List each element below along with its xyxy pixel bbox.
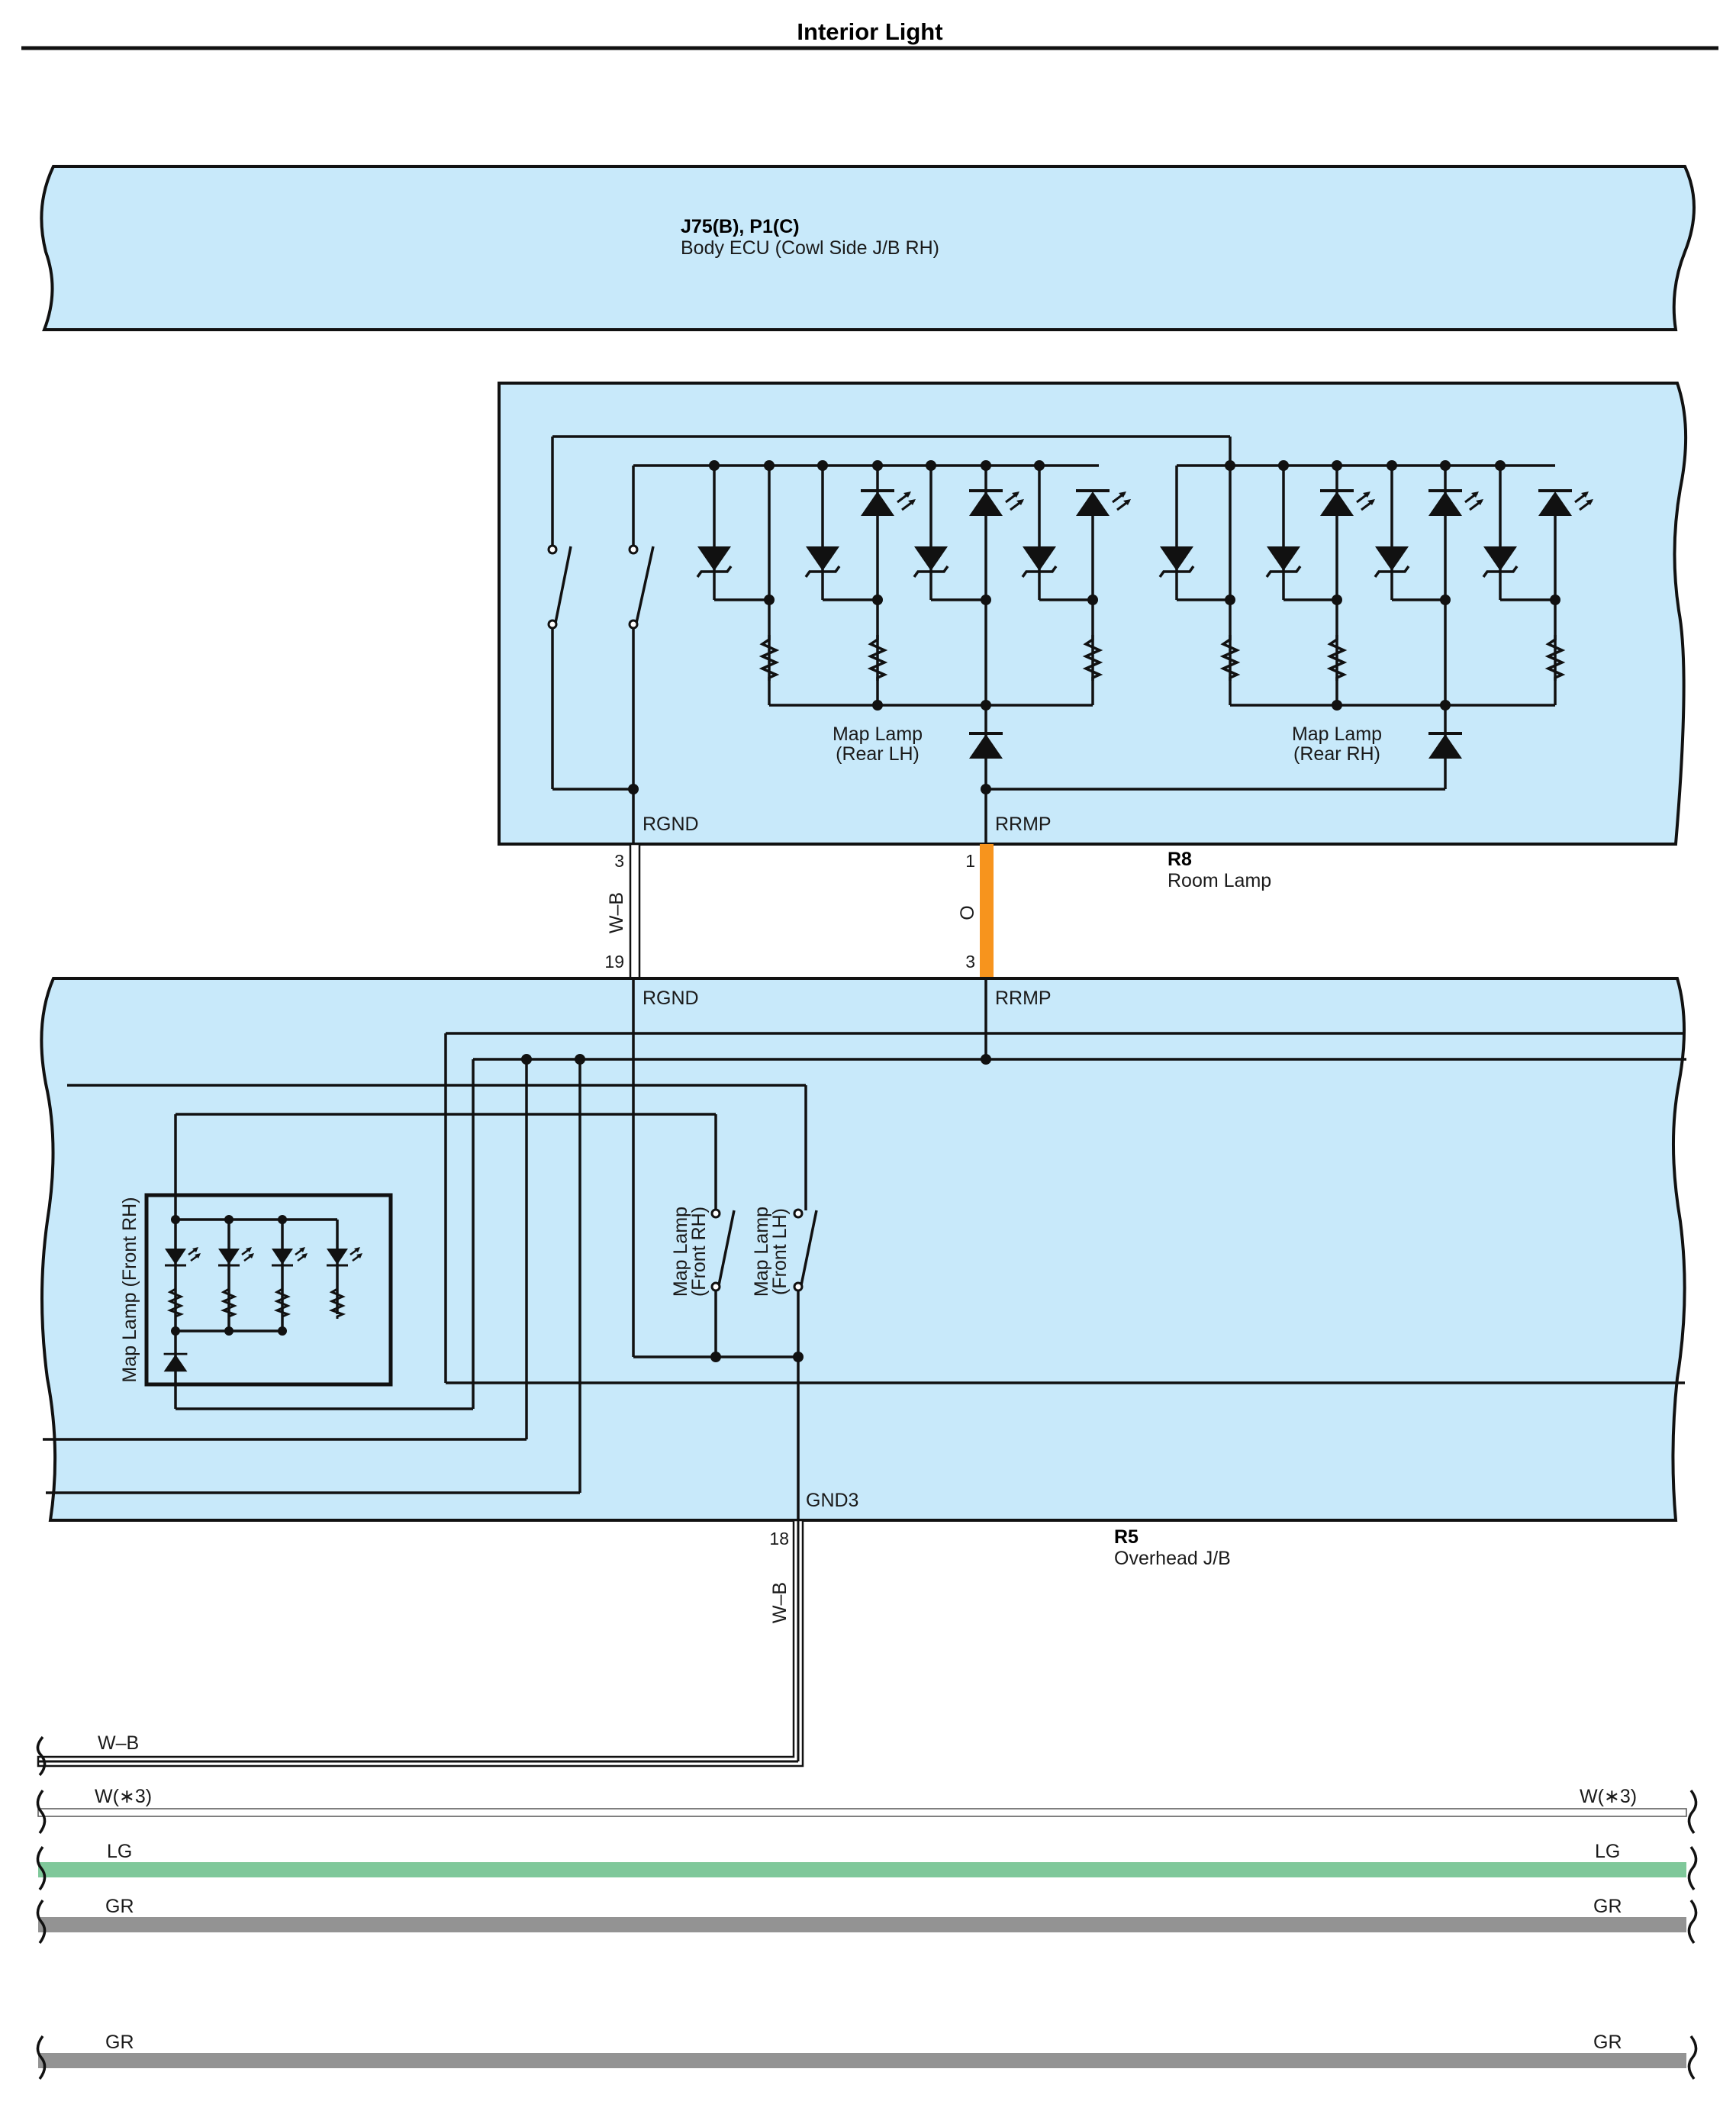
- overhead-jb-name: Overhead J/B: [1114, 1548, 1231, 1569]
- map-lamp-front-lh-switch: [793, 1208, 818, 1520]
- bus-lines: W–B W(∗3) W(∗3) LG LG GR GR GR GR: [36, 1732, 1698, 2080]
- wire-gnd3-pin-top: 18: [769, 1529, 789, 1548]
- room-lamp-switch-2: [628, 466, 655, 789]
- room-lamp-code: R8: [1168, 849, 1192, 870]
- map-lamp-rear-lh-circuit: [696, 460, 1132, 794]
- map-lamp-front-rh-lamp: Map Lamp (Front RH): [119, 1114, 393, 1409]
- bus-gr-2-right-label: GR: [1593, 2032, 1622, 2053]
- wire-rgnd-pin-bottom: 19: [604, 952, 624, 972]
- bus-gr-1: GR GR: [36, 1896, 1698, 1945]
- bus-w-b-left-label: W–B: [98, 1732, 139, 1754]
- map-lamp-front-lh-switch-label-1: Map Lamp: [751, 1207, 772, 1297]
- bus-gr-1-left-label: GR: [105, 1896, 134, 1917]
- bus-gr-2: GR GR: [36, 2032, 1698, 2080]
- bus-w3: W(∗3) W(∗3): [36, 1786, 1698, 1835]
- map-lamp-front-lh-switch-label-2: (Front LH): [769, 1208, 791, 1295]
- room-lamp-name: Room Lamp: [1168, 870, 1271, 891]
- wire-rgnd-pin-top: 3: [614, 851, 624, 871]
- map-lamp-rear-lh-label-2: (Rear LH): [836, 743, 920, 765]
- wire-rgnd-w-b: 3 19 W–B: [604, 843, 641, 980]
- overhead-jb-box: RGND RRMP GND3: [40, 977, 1686, 1522]
- bus-w3-right-label: W(∗3): [1580, 1786, 1637, 1807]
- overhead-jb-terminal-gnd3: GND3: [806, 1490, 858, 1511]
- body-ecu-connector: J75(B), P1(C): [681, 216, 800, 237]
- wire-rrmp-color-code: O: [957, 905, 978, 920]
- bus-lg-left-label: LG: [107, 1841, 132, 1862]
- room-lamp-terminal-rrmp: RRMP: [995, 814, 1052, 835]
- bus-gr-2-left-label: GR: [105, 2032, 134, 2053]
- bus-lg-right-label: LG: [1595, 1841, 1620, 1862]
- wire-rrmp-o: 1 3 O: [957, 844, 994, 978]
- map-lamp-rear-rh-label-1: Map Lamp: [1292, 723, 1382, 745]
- wire-rrmp-pin-top: 1: [965, 851, 975, 871]
- bus-gr-1-right-label: GR: [1593, 1896, 1622, 1917]
- map-lamp-front-rh-lamp-label: Map Lamp (Front RH): [119, 1197, 140, 1382]
- room-lamp-box: Map Lamp (Rear LH) Map Lamp (Rear RH) RG…: [498, 382, 1688, 846]
- bus-w3-left-label: W(∗3): [95, 1786, 152, 1807]
- body-ecu-box: J75(B), P1(C) Body ECU (Cowl Side J/B RH…: [40, 165, 1696, 331]
- map-lamp-front-rh-switch-label-2: (Front RH): [688, 1207, 710, 1297]
- map-lamp-rear-lh-label-1: Map Lamp: [833, 723, 923, 745]
- bus-lg: LG LG: [36, 1841, 1698, 1891]
- wire-gnd3-color-code: W–B: [769, 1582, 791, 1623]
- map-lamp-front-rh-switch: [710, 1208, 736, 1357]
- overhead-jb-terminal-rrmp: RRMP: [995, 988, 1052, 1009]
- overhead-jb-code: R5: [1114, 1526, 1139, 1548]
- map-lamp-front-rh-switch-label-1: Map Lamp: [670, 1207, 691, 1297]
- wire-rgnd-color-code: W–B: [606, 892, 627, 933]
- wire-gnd3-w-b: 18 W–B: [37, 1519, 804, 1768]
- room-lamp-terminal-rgnd: RGND: [643, 814, 699, 835]
- map-lamp-rear-rh-label-2: (Rear RH): [1293, 743, 1380, 765]
- body-ecu-name: Body ECU (Cowl Side J/B RH): [681, 237, 939, 259]
- bus-w-b-left-bracket: [36, 1735, 47, 1777]
- map-lamp-rear-rh-circuit: [1158, 460, 1595, 789]
- wire-rrmp-pin-bottom: 3: [965, 952, 975, 972]
- overhead-jb-terminal-rgnd: RGND: [643, 988, 699, 1009]
- room-lamp-switch-1: [547, 437, 572, 789]
- page-title: Interior Light: [797, 18, 942, 45]
